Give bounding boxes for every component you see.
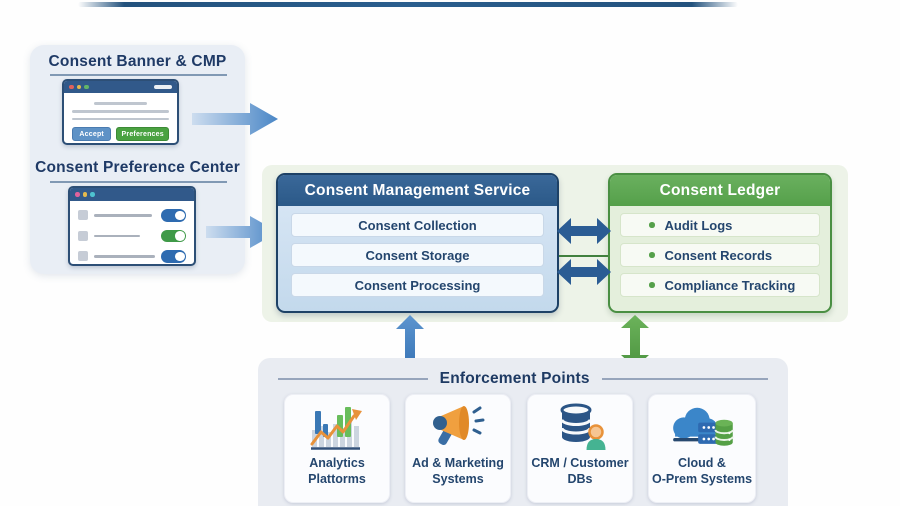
card-label: Analytics Plattorms [308, 456, 366, 487]
title-underline [50, 74, 227, 76]
consent-sources-panel: Consent Banner & CMP Accept Preferences … [30, 45, 245, 274]
preference-row [70, 250, 194, 263]
ledger-body: Audit Logs Consent Records Compliance Tr… [610, 206, 830, 310]
titlebar-pill [154, 85, 172, 89]
consent-management-service-box: Consent Management Service Consent Colle… [276, 173, 559, 313]
cms-row-consent-storage: Consent Storage [291, 243, 544, 267]
text-placeholder-line [94, 255, 155, 258]
cms-body: Consent Collection Consent Storage Conse… [278, 206, 557, 310]
card-label: CRM / Customer DBs [531, 456, 629, 487]
double-arrow-horizontal-icon [557, 218, 611, 244]
card-ad-marketing-systems: Ad & Marketing Systems [405, 394, 511, 503]
bullet-icon [649, 282, 655, 288]
preference-row [70, 209, 194, 222]
preferences-button: Preferences [116, 127, 169, 141]
ledger-row-label: Compliance Tracking [664, 277, 796, 293]
ledger-header: Consent Ledger [610, 175, 830, 206]
flow-arrow-right-icon [192, 103, 278, 135]
text-placeholder-line [94, 234, 140, 237]
top-accent-bar [78, 2, 738, 7]
banner-content: Accept Preferences [64, 93, 177, 141]
cloud-servers-icon [669, 402, 735, 452]
card-analytics-platforms: Analytics Plattorms [284, 394, 390, 503]
text-placeholder-line [72, 117, 169, 120]
toggle-switch-on [161, 229, 186, 242]
double-arrow-vertical-blue-icon [396, 315, 424, 372]
browser-titlebar [64, 81, 177, 93]
preference-center-mockup [68, 186, 196, 266]
enforcement-points-panel: Enforcement Points [258, 358, 788, 506]
banner-title: Consent Banner & CMP [48, 53, 227, 70]
double-arrow-vertical-green-icon [621, 315, 649, 368]
database-user-icon [549, 402, 611, 452]
window-dot-red-icon [69, 84, 74, 90]
browser-titlebar [70, 188, 194, 201]
enforcement-points-title: Enforcement Points [439, 370, 590, 387]
title-underline [50, 181, 227, 183]
cms-row-consent-collection: Consent Collection [291, 213, 544, 237]
window-dot-yellow-icon [82, 192, 87, 197]
window-dot-cyan-icon [90, 192, 95, 197]
flow-arrow-right-icon [206, 216, 278, 248]
preference-center-title: Consent Preference Center [35, 159, 240, 176]
accept-button: Accept [72, 127, 112, 141]
cms-row-consent-processing: Consent Processing [291, 273, 544, 297]
window-dot-red-icon [75, 192, 80, 197]
list-icon [78, 230, 88, 241]
ledger-row-compliance-tracking: Compliance Tracking [620, 273, 820, 297]
megaphone-icon [427, 402, 489, 452]
text-placeholder-line [72, 110, 169, 113]
title-rule-left [278, 378, 428, 380]
preference-row [70, 229, 194, 242]
bullet-icon [649, 222, 655, 228]
double-arrow-horizontal-icon [557, 259, 611, 285]
connector-line [559, 255, 608, 257]
window-dot-green-icon [84, 84, 89, 90]
card-label: Cloud & O-Prem Systems [651, 456, 753, 487]
text-placeholder-line [93, 102, 148, 105]
list-icon [78, 210, 88, 221]
toggle-switch-on [161, 209, 186, 222]
consent-ledger-box: Consent Ledger Audit Logs Consent Record… [608, 173, 832, 313]
bar-chart-icon [306, 402, 368, 452]
title-rule-right [601, 378, 768, 380]
consent-banner-mockup: Accept Preferences [62, 79, 179, 145]
card-crm-customer-dbs: CRM / Customer DBs [527, 394, 633, 503]
ledger-row-label: Consent Records [664, 247, 773, 263]
card-label: Ad & Marketing Systems [412, 456, 504, 487]
window-dot-yellow-icon [76, 84, 81, 90]
cms-header: Consent Management Service [278, 175, 557, 206]
card-cloud-oprem-systems: Cloud & O-Prem Systems [648, 394, 756, 503]
ledger-row-consent-records: Consent Records [620, 243, 820, 267]
toggle-switch-on [161, 250, 186, 263]
text-placeholder-line [94, 214, 152, 217]
ledger-row-audit-logs: Audit Logs [620, 213, 820, 237]
bullet-icon [649, 252, 655, 258]
ledger-row-label: Audit Logs [664, 217, 733, 233]
list-icon [78, 251, 88, 262]
